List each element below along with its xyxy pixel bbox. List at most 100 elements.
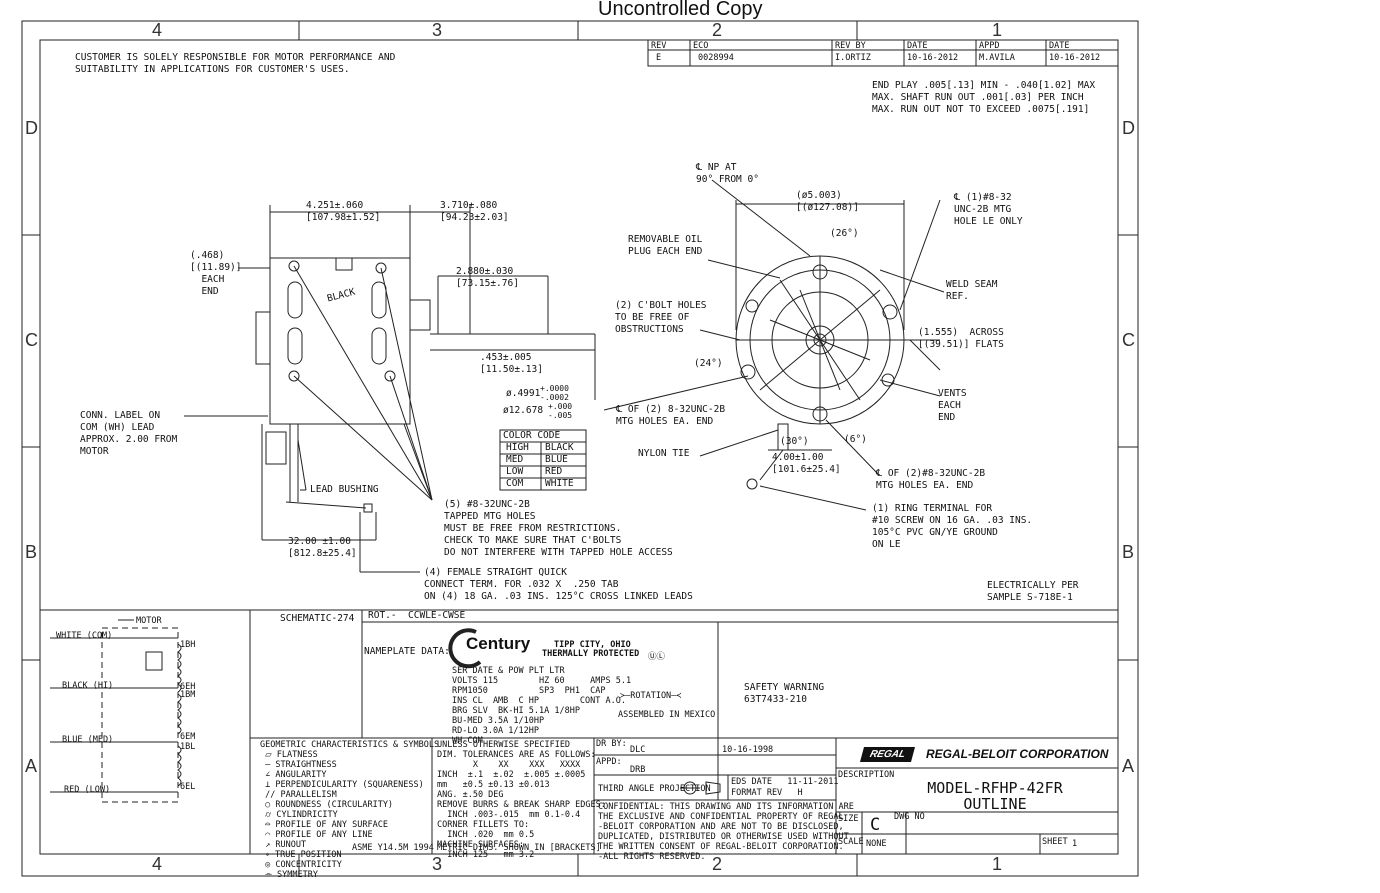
- dim-lead-length: 32.00 ±1.00 [812.8±25.4]: [288, 536, 357, 559]
- dim-shaft-length: 2.880±.030 [73.15±.76]: [456, 266, 519, 289]
- lead-white-com: WHITE (COM): [56, 631, 113, 641]
- zone-bottom-1: 1: [992, 854, 1003, 874]
- rev-eco: 0028994: [698, 53, 734, 63]
- safety-warning: SAFETY WARNING 63T7433-210: [744, 682, 825, 705]
- angle-24: (24°): [694, 358, 723, 369]
- format-rev: FORMAT REV H: [731, 788, 803, 798]
- scale-label: SCALE: [838, 837, 864, 847]
- color-code-color: BLUE: [545, 454, 568, 465]
- zone-left-b: B: [25, 542, 38, 562]
- dim-front-length: 3.710±.080 [94.23±2.03]: [440, 200, 509, 223]
- drawn-date: 10-16-1998: [722, 745, 774, 755]
- metric-note: METRIC DIMS. SHOWN IN [BRACKETS]: [437, 843, 601, 853]
- tolerance-block: UNLESS OTHERWISE SPECIFIED DIM. TOLERANC…: [437, 740, 606, 860]
- color-code-speed: HIGH: [506, 442, 529, 453]
- zone-right-b: B: [1122, 542, 1135, 562]
- color-code-color: RED: [545, 466, 563, 477]
- scale-value: NONE: [866, 839, 887, 849]
- zone-top-1: 1: [992, 20, 1003, 40]
- rev-date: 10-16-2012: [907, 53, 959, 63]
- color-code-color: BLACK: [545, 442, 574, 453]
- zone-bottom-2: 2: [712, 854, 723, 874]
- color-code-speed: COM: [506, 478, 524, 489]
- dr-by-label: DR BY:: [596, 739, 627, 749]
- rev-appd-date: 10-16-2012: [1049, 53, 1101, 63]
- cbolt-holes-note: (2) C'BOLT HOLES TO BE FREE OF OBSTRUCTI…: [615, 300, 707, 335]
- appd-label: APPD:: [596, 757, 622, 767]
- zone-top-4: 4: [152, 20, 163, 40]
- nameplate-label: NAMEPLATE DATA:: [364, 646, 450, 657]
- color-code-speed: LOW: [506, 466, 524, 477]
- document-header: Uncontrolled Copy: [598, 0, 763, 20]
- rev-appd: M.AVILA: [979, 53, 1015, 63]
- dim-shaft-diameter-tol: +.0000 -.0002: [540, 384, 569, 402]
- color-code-speed: MED: [506, 454, 524, 465]
- np-at-note: ℄ NP AT 90° FROM 0°: [696, 162, 759, 185]
- schematic-diagram: [50, 619, 182, 803]
- size-value: C: [870, 815, 881, 835]
- dim-shaft-diameter-mm: ø12.678: [503, 405, 544, 416]
- zone-right-a: A: [1122, 756, 1135, 776]
- zone-top-2: 2: [712, 20, 723, 40]
- century-logo-mark: [448, 628, 482, 669]
- regal-logo: REGAL: [859, 747, 916, 762]
- tapped-holes-note: (5) #8-32UNC-2B TAPPED MTG HOLES MUST BE…: [444, 499, 673, 558]
- zone-right-c: C: [1122, 330, 1135, 350]
- conn-label-note: CONN. LABEL ON COM (WH) LEAD APPROX. 2.0…: [80, 410, 178, 457]
- rotation-label: ROT.- CCWLE-CWSE: [368, 610, 466, 621]
- angle-6: (6°): [844, 434, 867, 445]
- tap-6eh: 6EH: [180, 682, 196, 692]
- company-name: REGAL-BELOIT CORPORATION: [926, 747, 1109, 761]
- outer-frame: [21, 20, 1139, 877]
- rev-header-appd: APPD: [979, 41, 1000, 51]
- zone-right-d: D: [1122, 118, 1135, 138]
- zone-left-c: C: [25, 330, 38, 350]
- color-code-color: WHITE: [545, 478, 574, 489]
- rev-header-date2: DATE: [1049, 41, 1070, 51]
- rev-header-eco: ECO: [693, 41, 709, 51]
- gdt-symbols: GEOMETRIC CHARACTERISTICS & SYMBOLS ⏥ FL…: [260, 740, 440, 880]
- rev-header-revby: REV BY: [835, 41, 866, 51]
- size-label: SIZE: [838, 814, 859, 824]
- zone-top-3: 3: [432, 20, 443, 40]
- tap-1bh: 1BH: [180, 640, 196, 650]
- dim-shaft-diameter-mm-tol: +.000 -.005: [548, 402, 573, 420]
- lead-blue-med: BLUE (MED): [62, 735, 114, 745]
- thermally-protected: THERMALLY PROTECTED: [542, 649, 640, 659]
- lead-bushing-label: LEAD BUSHING: [310, 484, 379, 495]
- tap-6em: 6EM: [180, 732, 196, 742]
- electrically-per-note: ELECTRICALLY PER SAMPLE S-718E-1: [987, 580, 1079, 603]
- schematic-motor-label: MOTOR: [136, 616, 162, 626]
- end-view-motor: [603, 179, 945, 511]
- tipp-city: TIPP CITY, OHIO: [554, 640, 631, 650]
- angle-30: (30°): [780, 436, 809, 447]
- rotation-arrow: ≻—ROTATION—≺: [620, 691, 682, 701]
- zone-left-d: D: [25, 118, 38, 138]
- nylon-tie-label: NYLON TIE: [638, 448, 690, 459]
- model-number: MODEL-RFHP-42FR: [927, 779, 1063, 797]
- side-view-motor: [184, 205, 596, 573]
- century-logo: Century: [466, 634, 531, 653]
- rev-value: E: [656, 53, 662, 63]
- revision-block: [647, 39, 1119, 67]
- asme-standard: ASME Y14.5M 1994: [352, 843, 434, 853]
- weld-seam-note: WELD SEAM REF.: [946, 279, 998, 302]
- zone-bottom-3: 3: [432, 854, 443, 874]
- tap-1bm: 1BM: [180, 690, 196, 700]
- dim-each-end: (.468) [(11.89)] EACH END: [190, 250, 242, 297]
- drawing-title: OUTLINE: [963, 795, 1027, 813]
- nameplate-lines: SER DATE & POW PLT LTR VOLTS 115 HZ 60 A…: [452, 666, 632, 746]
- lead-red-low: RED (LOW): [64, 785, 111, 795]
- color-code-table: [499, 429, 587, 491]
- assembled-in-mexico: ASSEMBLED IN MEXICO: [618, 710, 716, 720]
- dwg-no-label: DWG NO: [894, 812, 925, 822]
- mtg-holes-top-note: ℄ OF (2) 8-32UNC-2B MTG HOLES EA. END: [616, 404, 726, 427]
- dim-shaft-diameter: ø.4991: [506, 388, 541, 399]
- confidential-notice: CONFIDENTIAL: THIS DRAWING AND ITS INFOR…: [598, 802, 854, 862]
- angle-26: (26°): [830, 228, 859, 239]
- tap-6el: 6EL: [180, 782, 196, 792]
- removable-oil-note: REMOVABLE OIL PLUG EACH END: [628, 234, 703, 257]
- color-code-title: COLOR CODE: [503, 430, 561, 441]
- dim-ground-lead: 4.00±1.00 [101.6±25.4]: [772, 452, 841, 475]
